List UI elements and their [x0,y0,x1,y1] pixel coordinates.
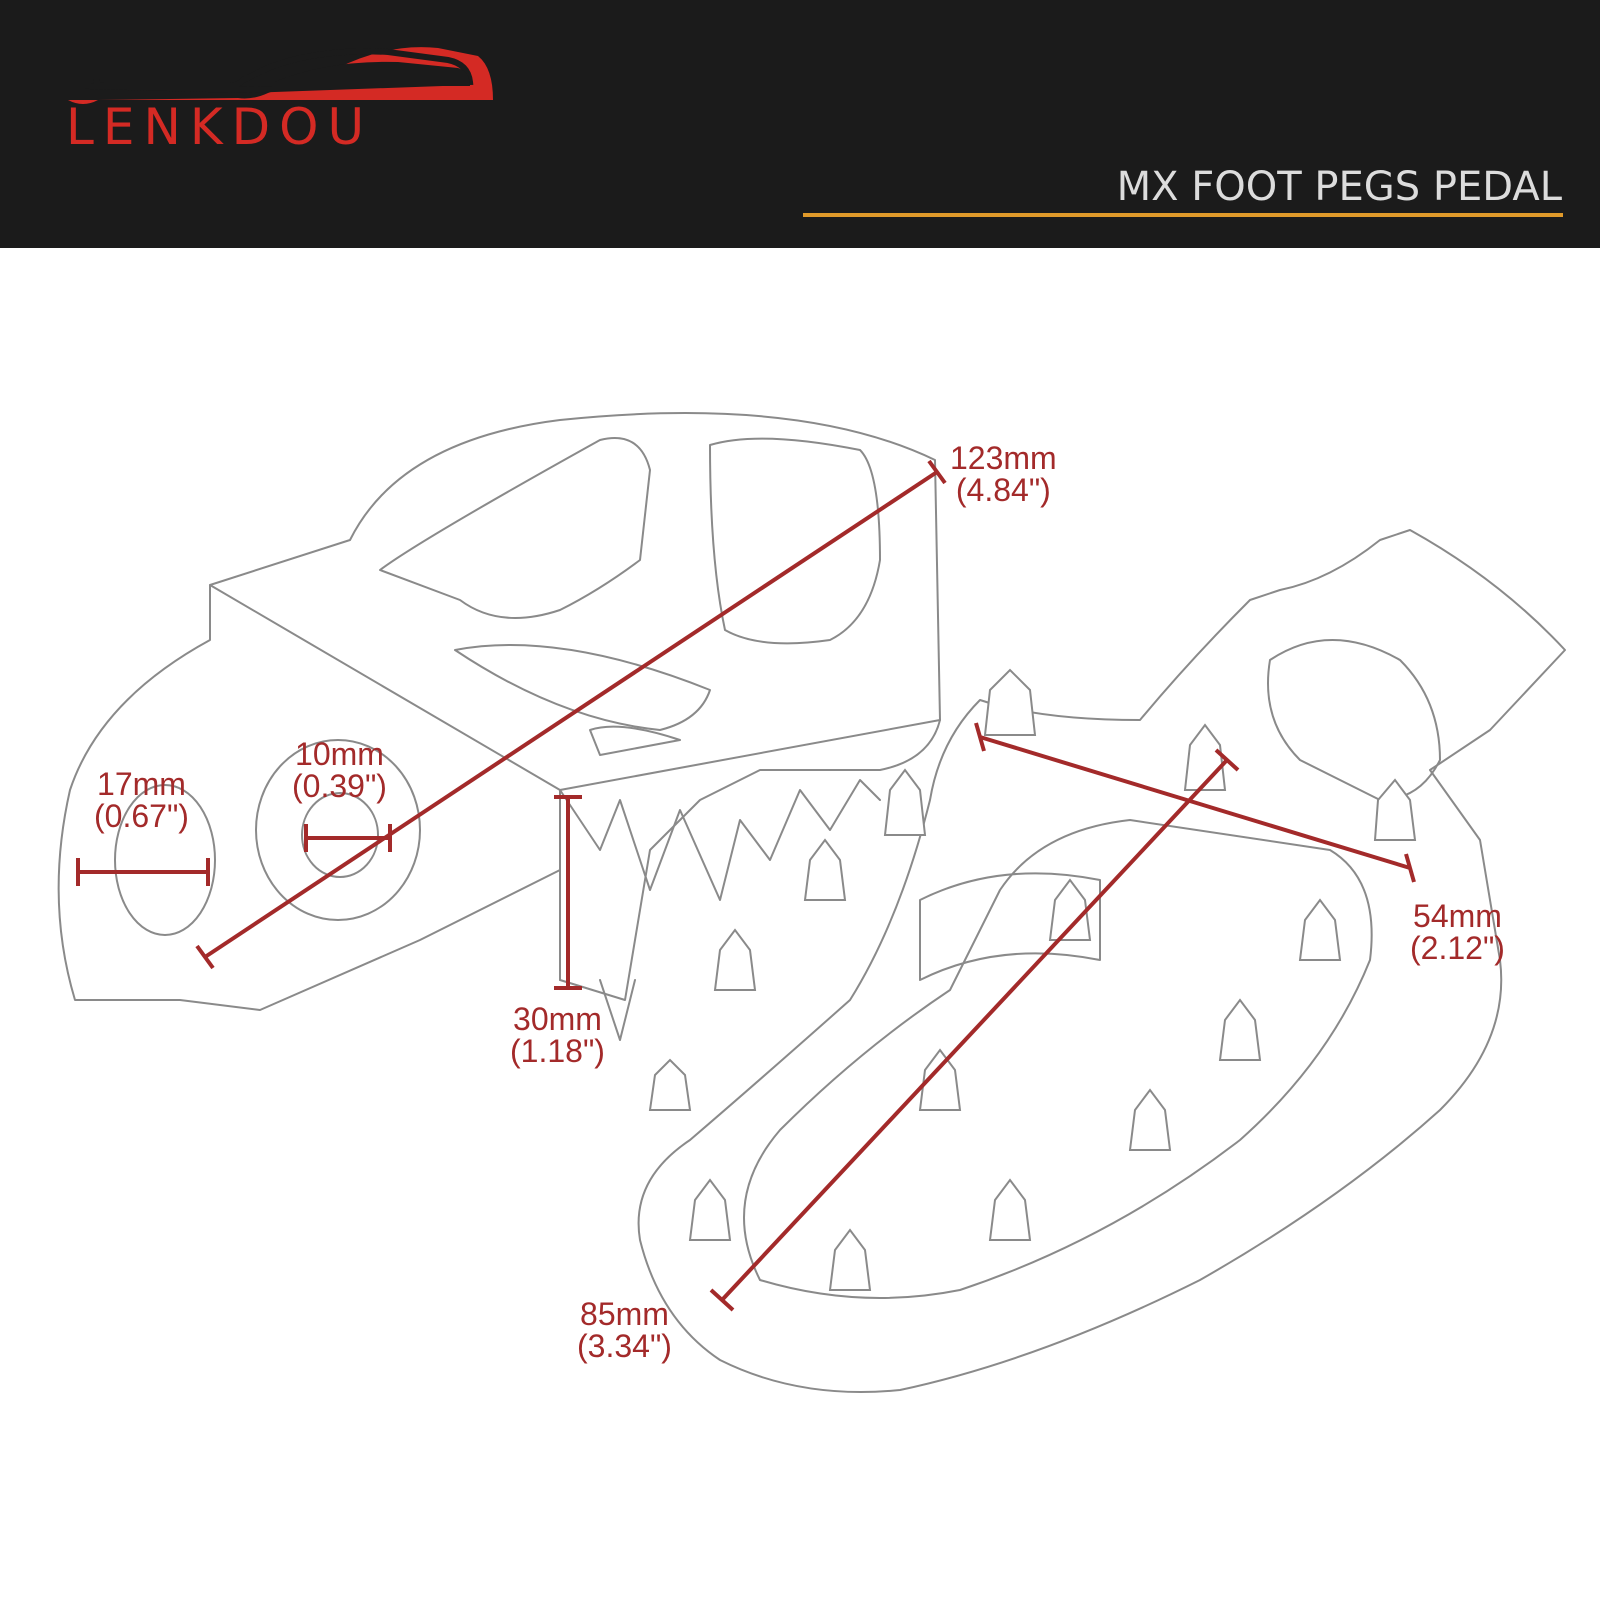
dim-metric: 123mm [950,440,1057,476]
dim-imperial: (2.12") [1410,930,1505,966]
foot-peg-sketch [57,412,1566,1393]
left-peg-spike [599,979,636,1041]
right-peg-cross-bar [919,872,1101,981]
spike-icon [1218,998,1262,1061]
dim-line-123mm [203,470,939,959]
left-peg-outline [57,412,941,1011]
spike-icon [713,928,757,991]
dim-label-overall-length: 123mm (4.84") [950,442,1057,506]
spike-icon [1128,1088,1172,1151]
left-peg-teeth [559,779,881,901]
spike-icon [1373,778,1417,841]
brand-wordmark: LENKDOU [66,98,374,156]
dim-label-platform-width: 54mm (2.12") [1410,900,1505,964]
dim-label-mount-width: 17mm (0.67") [94,768,189,832]
dim-line-54mm [979,735,1411,870]
dim-metric: 30mm [513,1001,602,1037]
dim-label-pin-hole: 10mm (0.39") [292,738,387,802]
spike-icon [1298,898,1342,961]
left-peg-mount-hole [114,784,216,936]
product-drawing: 123mm (4.84") 17mm (0.67") 10mm (0.39") … [0,248,1600,1600]
dim-imperial: (0.39") [292,768,387,804]
spike-icon [988,1178,1032,1241]
left-peg-window-4 [589,725,681,756]
dim-label-platform-length: 85mm (3.34") [577,1298,672,1362]
title-underline [803,213,1563,217]
dim-metric: 54mm [1413,898,1502,934]
right-peg-outline [637,529,1566,1393]
spike-icon [1048,878,1092,941]
spike-icon [828,1228,872,1291]
header-bar: LENKDOU MX FOOT PEGS PEDAL [0,0,1600,248]
dim-metric: 17mm [97,766,186,802]
left-peg-window-1 [379,437,651,619]
dim-metric: 85mm [580,1296,669,1332]
left-peg-window-2 [709,437,881,645]
left-peg-pivot-hole [301,792,379,878]
right-peg-spikes [648,668,1417,1291]
dim-label-height: 30mm (1.18") [510,1003,605,1067]
dimension-lines [76,459,1416,1312]
spike-icon [648,1058,692,1111]
dim-metric: 10mm [295,736,384,772]
spike-icon [983,668,1037,736]
dim-imperial: (0.67") [94,798,189,834]
spike-icon [688,1178,732,1241]
dim-imperial: (3.34") [577,1328,672,1364]
spike-icon [803,838,847,901]
page-title: MX FOOT PEGS PEDAL [1116,164,1562,210]
dim-line-85mm [720,758,1229,1302]
right-peg-mount-window [1267,639,1441,801]
left-peg-pivot-boss [255,739,421,921]
left-peg-window-3 [454,644,711,731]
spike-icon [883,768,927,836]
right-peg-inner-frame [743,819,1373,1299]
dim-imperial: (4.84") [955,472,1051,508]
spike-icon [1183,723,1227,791]
brand-logo-car-icon [42,45,493,104]
dim-imperial: (1.18") [510,1033,605,1069]
